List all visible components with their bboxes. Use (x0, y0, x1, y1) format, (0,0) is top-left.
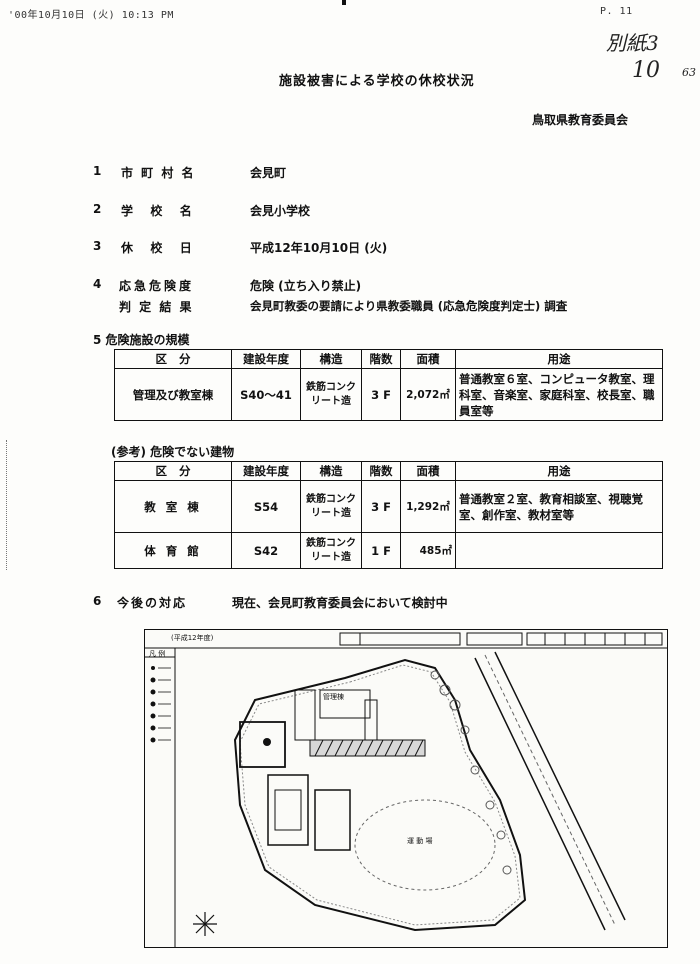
item-number: 2 (93, 202, 102, 216)
item-number: 3 (93, 239, 102, 253)
table-header-row: 区 分 建設年度 構造 階数 面積 用途 (114, 349, 663, 369)
danger-facility-table: 区 分 建設年度 構造 階数 面積 用途 管理及び教室棟 S40～41 鉄筋コン… (114, 349, 663, 421)
cell-year: S54 (231, 480, 301, 533)
map-header-label: (平成12年度) (171, 634, 214, 642)
item-number: 4 (93, 277, 102, 291)
table-row: 管理及び教室棟 S40～41 鉄筋コンクリート造 3 F 2,072㎡ 普通教室… (114, 368, 663, 421)
item-number: 1 (93, 164, 102, 178)
organization: 鳥取県教育委員会 (532, 113, 629, 127)
cell-floors: 3 F (361, 368, 401, 421)
col-header: 建設年度 (231, 349, 301, 369)
col-header: 建設年度 (231, 461, 301, 481)
map-legend-title: 凡 例 (149, 650, 166, 658)
safe-building-table: 区 分 建設年度 構造 階数 面積 用途 教 室 棟 S54 鉄筋コンクリート造… (114, 461, 663, 569)
table-header-row: 区 分 建設年度 構造 階数 面積 用途 (114, 461, 663, 481)
col-header: 面積 (400, 461, 456, 481)
cell-floors: 3 F (361, 480, 401, 533)
cell-area: 2,072㎡ (400, 368, 456, 421)
site-map: (平成12年度) 凡 例 管理棟 運 動 場 (144, 629, 668, 948)
left-margin-dots (6, 440, 8, 570)
cell-area: 485㎡ (400, 532, 456, 569)
item-label: 今後の対応 (117, 596, 188, 610)
item-label: 市 町 村 名 (121, 166, 196, 180)
cell-use (455, 532, 663, 569)
site-map-drawing (145, 632, 667, 947)
page-title: 施設被害による学校の休校状況 (279, 74, 475, 89)
handwritten-small-number: 63 (682, 66, 696, 79)
table-row: 体 育 館 S42 鉄筋コンクリート造 1 F 485㎡ (114, 532, 663, 569)
col-header: 構造 (300, 461, 362, 481)
item-value: 危険 (立ち入り禁止) (250, 279, 362, 293)
cell-kubun: 管理及び教室棟 (114, 368, 232, 421)
col-header: 用途 (455, 349, 663, 369)
cell-year: S40～41 (231, 368, 301, 421)
page-number: P. 11 (600, 6, 633, 17)
fax-header: '00年10月10日 (火) 10:13 PM (8, 10, 174, 21)
cell-structure: 鉄筋コンクリート造 (300, 480, 362, 533)
item-label: 学 校 名 (121, 204, 195, 218)
cell-kubun: 体 育 館 (114, 532, 232, 569)
item-number: 6 (93, 594, 102, 608)
cell-structure: 鉄筋コンクリート造 (300, 368, 362, 421)
map-building-label: 管理棟 (323, 693, 344, 701)
cell-area: 1,292㎡ (400, 480, 456, 533)
cell-floors: 1 F (361, 532, 401, 569)
item-value: 会見町 (250, 166, 287, 180)
map-ground-label: 運 動 場 (407, 837, 433, 845)
col-header: 階数 (361, 461, 401, 481)
handwritten-number: 10 (632, 58, 660, 83)
col-header: 区 分 (114, 461, 232, 481)
col-header: 面積 (400, 349, 456, 369)
cell-use: 普通教室６室、コンピュータ教室、理科室、音楽室、家庭科室、校長室、職員室等 (455, 368, 663, 421)
col-header: 用途 (455, 461, 663, 481)
item-value: 会見小学校 (250, 204, 311, 218)
cell-kubun: 教 室 棟 (114, 480, 232, 533)
table-row: 教 室 棟 S54 鉄筋コンクリート造 3 F 1,292㎡ 普通教室２室、教育… (114, 480, 663, 533)
cell-structure: 鉄筋コンクリート造 (300, 532, 362, 569)
col-header: 構造 (300, 349, 362, 369)
item-value: 平成12年10月10日 (火) (250, 241, 388, 255)
section-5-title: 5 危険施設の規模 (93, 333, 190, 347)
cell-use: 普通教室２室、教育相談室、視聴覚室、創作室、教材室等 (455, 480, 663, 533)
cell-year: S42 (231, 532, 301, 569)
col-header: 階数 (361, 349, 401, 369)
top-mark (342, 0, 346, 5)
item-label: 判 定 結 果 (119, 300, 194, 314)
item-value: 会見町教委の要請により県教委職員 (応急危険度判定士) 調査 (250, 299, 568, 313)
handwritten-tag: 別紙3 (606, 31, 659, 55)
col-header: 区 分 (114, 349, 232, 369)
item-label: 応急危険度 (119, 279, 195, 293)
reference-title: (参考) 危険でない建物 (111, 445, 235, 459)
item-label: 休 校 日 (121, 241, 195, 255)
item-value: 現在、会見町教育委員会において検討中 (232, 596, 448, 610)
